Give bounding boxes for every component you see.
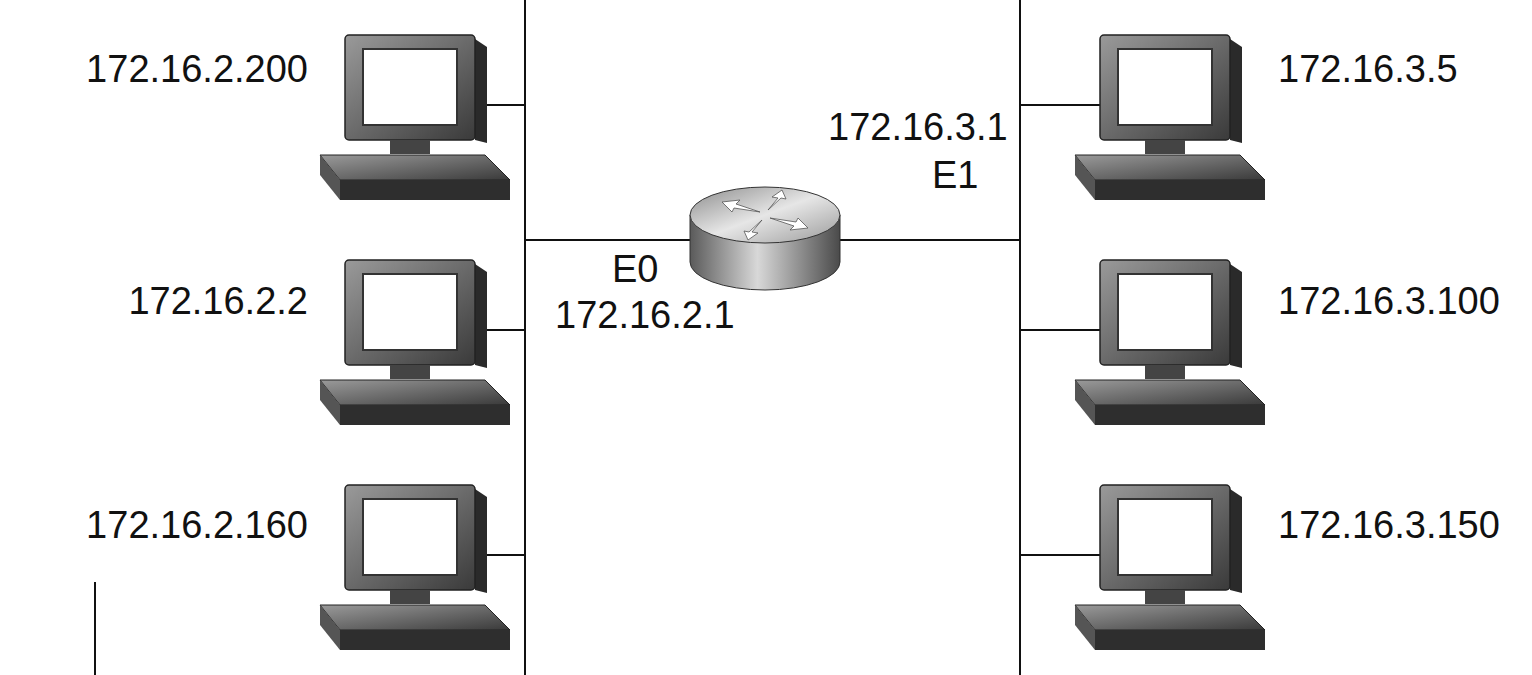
ip-address: 172.16.3.150 [1278, 506, 1500, 544]
ip-address: 172.16.3.1 [828, 108, 1008, 146]
router-symbol [690, 187, 840, 290]
ip-address: 172.16.2.160 [86, 506, 308, 544]
host-computer [320, 260, 510, 425]
ip-address: 172.16.3.5 [1278, 50, 1458, 88]
ip-address: 172.16.2.1 [555, 296, 735, 334]
host-computer [1075, 35, 1265, 200]
host-computer [320, 35, 510, 200]
ip-address: 172.16.2.200 [86, 50, 308, 88]
host-computer [320, 485, 510, 650]
ethernet-segment [1019, 0, 1021, 675]
host-wires [95, 105, 1100, 675]
interface-name: E1 [932, 156, 978, 194]
host-computer [1075, 485, 1265, 650]
host-computer [1075, 260, 1265, 425]
interface-name: E0 [612, 250, 658, 288]
ip-address: 172.16.2.2 [128, 282, 308, 320]
ip-address: 172.16.3.100 [1278, 282, 1500, 320]
ethernet-segment [524, 0, 526, 675]
